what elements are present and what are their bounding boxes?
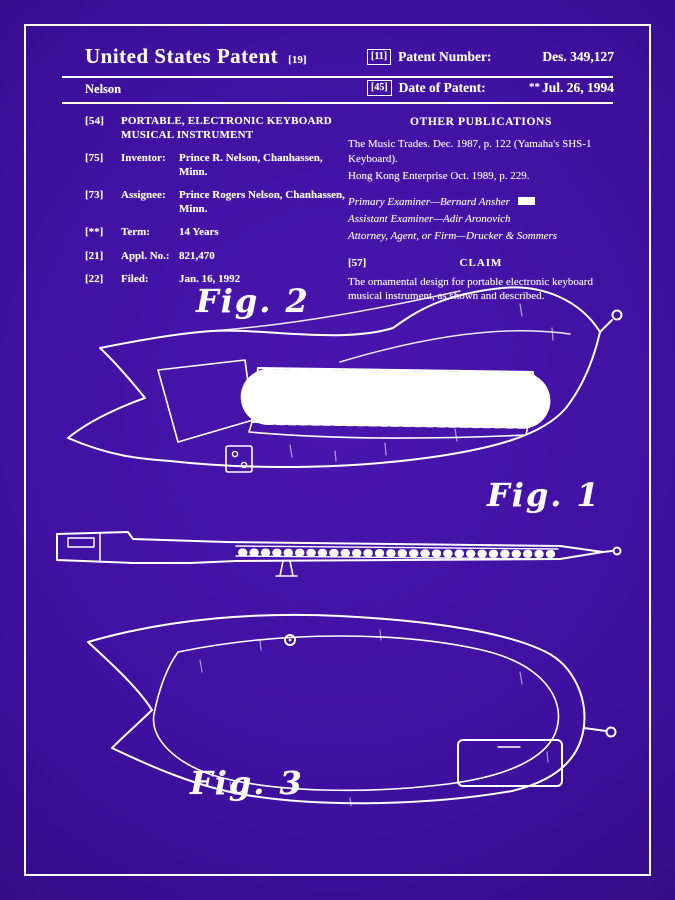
- inventor-surname: Nelson: [85, 82, 122, 96]
- date-label: Date of Patent:: [398, 80, 486, 95]
- fig2-label: Fig. 2: [196, 282, 310, 320]
- fig3-drawing: [87, 613, 617, 807]
- bib-label: Inventor:: [121, 152, 166, 165]
- bib-tag: [**]: [85, 226, 104, 239]
- bib-tag: [54]: [85, 115, 105, 127]
- bib-row-filed: [22] Filed: Jan. 16, 1992: [85, 272, 347, 286]
- bib-value: Prince Rogers Nelson, Chanhassen, Minn.: [179, 189, 345, 216]
- bibliographic-column: [54] PORTABLE, ELECTRONIC KEYBOARD MUSIC…: [85, 114, 347, 295]
- primary-examiner-line: Primary Examiner—Bernard Ansher: [348, 195, 614, 210]
- bib-row-inventor: [75] Inventor: Prince R. Nelson, Chanhas…: [85, 151, 347, 179]
- bib-label: Assignee:: [121, 189, 166, 202]
- bib-row-assignee: [73] Assignee: Prince Rogers Nelson, Cha…: [85, 188, 347, 216]
- date-star-prefix: **: [528, 81, 540, 93]
- kind-code: [19]: [288, 54, 307, 66]
- patent-date-row: [45] Date of Patent: **Jul. 26, 1994: [367, 80, 614, 96]
- bib-tag: [22]: [85, 272, 104, 285]
- header-rule-top: [62, 76, 613, 78]
- publications-column: OTHER PUBLICATIONS The Music Trades. Dec…: [348, 114, 614, 315]
- fig1-label: Fig. 1: [487, 476, 601, 514]
- fig2-drawing: [67, 286, 623, 473]
- publication-entry: The Music Trades. Dec. 1987, p. 122 (Yam…: [348, 138, 592, 165]
- publication-entry: Hong Kong Enterprise Oct. 1989, p. 229.: [348, 170, 530, 183]
- header-rule-bottom: [62, 102, 613, 104]
- claim-text: The ornamental design for portable elect…: [348, 275, 593, 303]
- date-tag: [45]: [367, 80, 392, 96]
- highlight-mark: [517, 196, 535, 205]
- fig1-drawing: [56, 531, 622, 577]
- bib-label: Appl. No.:: [121, 249, 170, 262]
- claim-heading: CLAIM: [459, 256, 503, 269]
- bib-tag: [21]: [85, 249, 104, 262]
- number-tag: [11]: [367, 49, 392, 65]
- other-publications-heading: OTHER PUBLICATIONS: [410, 116, 552, 128]
- primary-examiner-text: Primary Examiner—Bernard Ansher: [348, 195, 510, 208]
- patent-date-value: **Jul. 26, 1994: [529, 80, 614, 96]
- date-value: Jul. 26, 1994: [541, 80, 614, 95]
- bib-label: Term:: [121, 226, 150, 239]
- bib-value: Prince R. Nelson, Chanhassen, Minn.: [179, 152, 323, 179]
- claim-tag: [57]: [348, 256, 367, 269]
- bib-label: Filed:: [121, 272, 149, 285]
- page-border: [24, 24, 651, 876]
- bib-tag: [75]: [85, 152, 104, 165]
- patent-office-title: United States Patent: [85, 44, 279, 68]
- claim-heading-row: [57] CLAIM: [348, 257, 614, 269]
- bib-row-term: [**] Term: 14 Years: [85, 225, 347, 239]
- assistant-examiner-line: Assistant Examiner—Adir Aronovich: [348, 212, 511, 225]
- page-title: United States Patent [19]: [85, 44, 306, 69]
- bib-value: Jan. 16, 1992: [179, 272, 241, 285]
- bib-value: 821,470: [179, 249, 215, 262]
- patent-number-row: [11] Patent Number: Des. 349,127: [367, 49, 614, 65]
- bib-row-appl-no: [21] Appl. No.: 821,470: [85, 249, 347, 263]
- invention-title: PORTABLE, ELECTRONIC KEYBOARD MUSICAL IN…: [121, 115, 332, 142]
- examiner-block: Primary Examiner—Bernard Ansher Assistan…: [348, 195, 614, 245]
- attorney-line: Attorney, Agent, or Firm—Drucker & Somme…: [348, 230, 558, 243]
- bib-tag: [73]: [85, 189, 104, 202]
- bib-value: 14 Years: [179, 226, 219, 239]
- bib-row-title: [54] PORTABLE, ELECTRONIC KEYBOARD MUSIC…: [85, 114, 347, 142]
- patent-number-value: Des. 349,127: [542, 49, 614, 64]
- number-label: Patent Number:: [398, 49, 492, 64]
